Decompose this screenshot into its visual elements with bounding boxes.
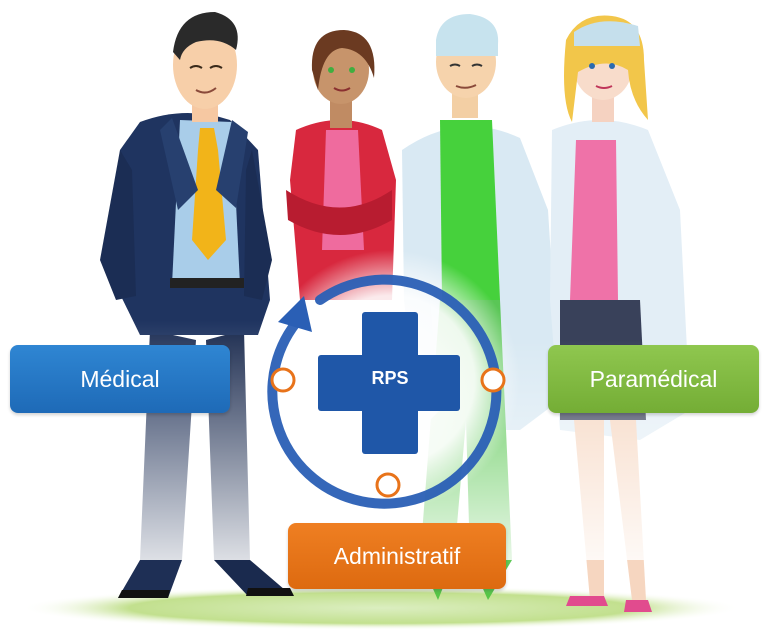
administrative-category-button[interactable]: Administratif xyxy=(288,523,506,589)
cycle-arrow-icon xyxy=(267,274,502,509)
administrative-category-label: Administratif xyxy=(333,542,461,569)
medical-category-button[interactable]: Médical xyxy=(10,345,230,413)
floor-shadow xyxy=(21,586,741,630)
rps-center-label: RPS xyxy=(371,368,409,388)
medical-cross-icon xyxy=(318,312,460,454)
cycle-node-right xyxy=(480,367,506,393)
medical-category-label: Médical xyxy=(80,365,160,392)
cycle-node-left xyxy=(270,367,296,393)
paramedical-category-label: Paramédical xyxy=(589,365,718,392)
cycle-node-bottom xyxy=(375,472,401,498)
paramedical-category-button[interactable]: Paramédical xyxy=(548,345,759,413)
